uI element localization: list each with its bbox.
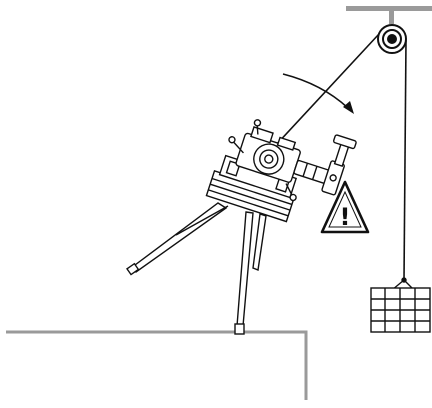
rope-to-weight bbox=[403, 39, 407, 281]
threading-machine bbox=[205, 119, 357, 223]
warning-triangle-icon: ! bbox=[320, 180, 370, 234]
pulley-icon bbox=[377, 24, 407, 54]
ceiling-bracket bbox=[346, 6, 432, 24]
tripod-stand bbox=[126, 202, 267, 335]
floor-ledge bbox=[6, 330, 308, 400]
tip-direction-arrow-icon bbox=[282, 73, 354, 114]
crate-icon bbox=[370, 277, 431, 333]
warning-symbol: ! bbox=[340, 203, 351, 231]
